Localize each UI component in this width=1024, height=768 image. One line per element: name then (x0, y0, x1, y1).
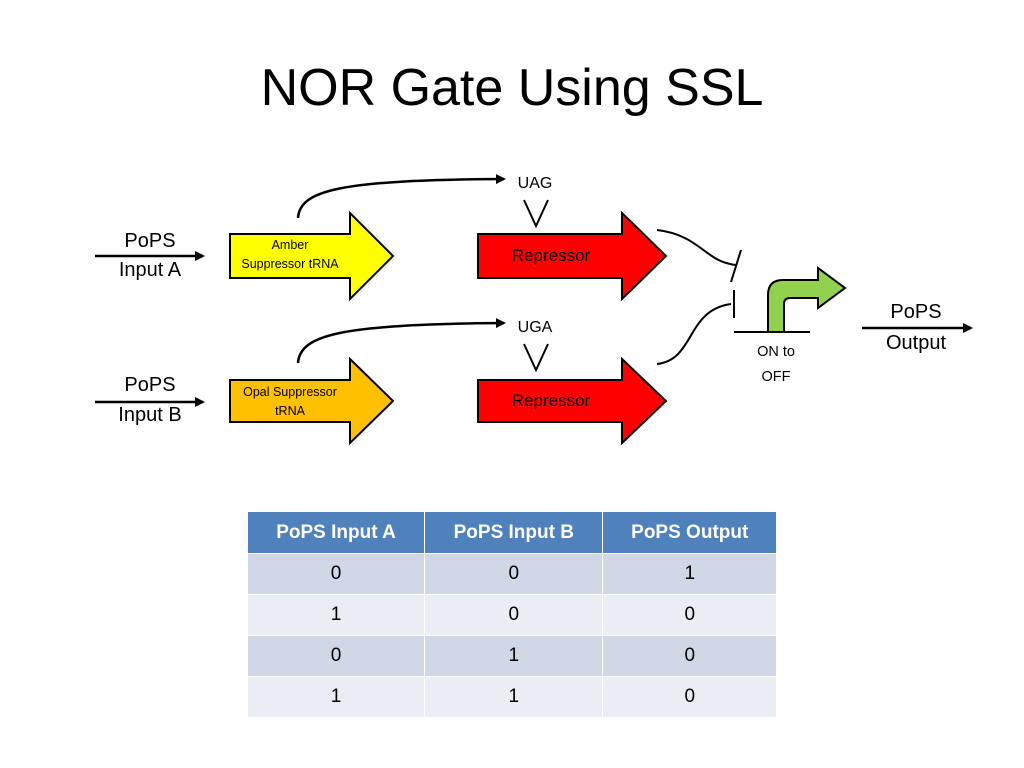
table-cell: 1 (602, 553, 776, 595)
opal-trna-line1: Opal Suppressor (243, 385, 337, 399)
table-cell: 1 (248, 594, 426, 636)
nor-gate-diagram: PoPS Input A PoPS Input B Amber Suppress… (95, 174, 973, 446)
table-cell: 1 (424, 635, 604, 677)
amber-to-uag-arrow (296, 174, 506, 219)
codon-uga-label: UGA (518, 319, 553, 336)
promoter-label-line2: OFF (762, 369, 791, 385)
repressor-top-label: Repressor (512, 246, 591, 265)
input-b-label: PoPS Input B (118, 374, 181, 426)
codon-uga-marker (523, 343, 549, 373)
codon-uag-label: UAG (518, 175, 553, 192)
table-cell: 0 (602, 676, 776, 717)
amber-trna-arrow (229, 210, 395, 302)
codon-uag-marker (523, 199, 549, 229)
table-cell: 0 (248, 635, 426, 677)
promoter-label-line1: ON to (757, 344, 795, 360)
table-cell: 0 (424, 594, 604, 636)
table-cell: 0 (602, 635, 776, 677)
opal-trna-arrow (229, 356, 395, 446)
opal-to-uga-arrow (296, 318, 506, 364)
promoter-arrow (767, 266, 847, 333)
input-a-label: PoPS Input A (119, 230, 182, 281)
header-output: PoPS Output (602, 512, 776, 554)
output-line2: Output (886, 332, 946, 354)
table-cell: 0 (602, 594, 776, 636)
header-input-a: PoPS Input A (248, 512, 426, 554)
table-row: 0 0 1 (248, 553, 776, 595)
truth-table-header-row: PoPS Input A PoPS Input B PoPS Output (248, 512, 776, 554)
table-row: 0 1 0 (248, 635, 776, 677)
table-cell: 0 (424, 553, 604, 595)
input-b-line2: Input B (118, 404, 181, 426)
truth-table: PoPS Input A PoPS Input B PoPS Output 0 … (248, 512, 776, 717)
repressor-top-inhibition (656, 229, 737, 266)
input-a-line1: PoPS (124, 230, 175, 252)
output-line1: PoPS (890, 301, 941, 323)
repressor-bottom-label: Repressor (512, 391, 591, 410)
amber-trna-line2: Suppressor tRNA (241, 257, 339, 271)
input-a-line2: Input A (119, 259, 182, 281)
input-b-line1: PoPS (124, 374, 175, 396)
table-cell: 0 (248, 553, 426, 595)
repressor-bottom-inhibition (656, 303, 732, 365)
table-row: 1 0 0 (248, 594, 776, 636)
amber-trna-line1: Amber (272, 238, 309, 252)
table-row: 1 1 0 (248, 676, 776, 717)
opal-trna-line2: tRNA (275, 404, 306, 418)
table-cell: 1 (248, 676, 426, 717)
header-input-b: PoPS Input B (424, 512, 604, 554)
slide-title: NOR Gate Using SSL (260, 59, 764, 117)
repressor-top-arrow (477, 210, 668, 302)
repressor-top-inhibition-bar (730, 249, 742, 283)
table-cell: 1 (424, 676, 604, 717)
repressor-bottom-arrow (477, 356, 668, 446)
